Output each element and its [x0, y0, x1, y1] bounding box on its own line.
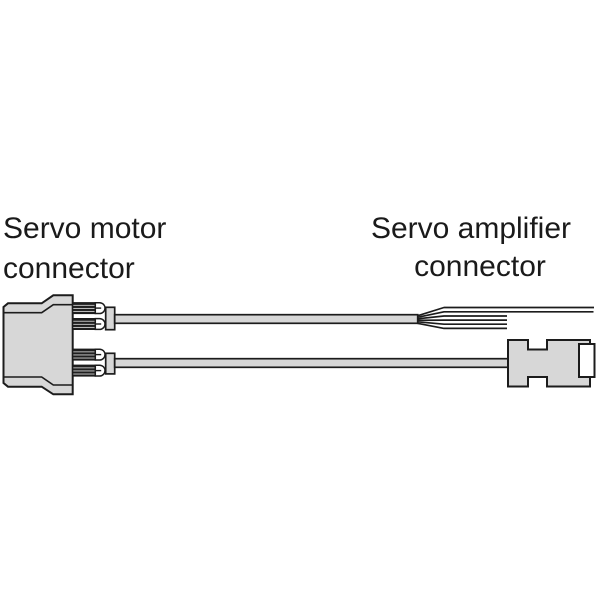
bottom-cable	[113, 357, 510, 369]
wire-bundle-hatch	[72, 364, 96, 377]
frayed-wire-5	[417, 320, 507, 326]
servo-motor-connector-label-line2: connector	[3, 252, 135, 285]
servo-motor-connector-label-line1: Servo motor	[3, 212, 166, 245]
cable-boot-top	[104, 306, 116, 331]
servo-amplifier-connector-label-line1: Servo amplifier	[371, 212, 571, 245]
wire-bundle-hatch	[72, 302, 96, 315]
frayed-wire-3	[417, 315, 507, 320]
pin-bundle-1	[72, 301, 106, 315]
connector-housing	[2, 294, 74, 396]
amplifier-connector-tab	[578, 343, 596, 378]
pin-bundle-2	[72, 317, 106, 331]
housing-top-ridge	[3, 303, 73, 314]
frayed-wire-2	[417, 310, 594, 319]
frayed-wire-ends	[417, 306, 594, 330]
pin-bundle-4	[72, 364, 106, 377]
servo-amplifier-connector	[507, 339, 596, 388]
top-cable	[113, 313, 419, 325]
pin-bundle-3	[72, 348, 106, 361]
servo-motor-connector	[2, 294, 116, 396]
wire-bundle-hatch	[72, 318, 96, 331]
cable-boot-bottom	[104, 352, 116, 375]
servo-amplifier-connector-label-line2: connector	[414, 250, 546, 283]
frayed-wire-6	[417, 322, 507, 330]
amplifier-connector-body	[507, 339, 591, 388]
frayed-wire-1	[417, 306, 594, 317]
housing-bottom-ridge	[3, 376, 73, 386]
wire-bundle-hatch	[72, 348, 96, 361]
